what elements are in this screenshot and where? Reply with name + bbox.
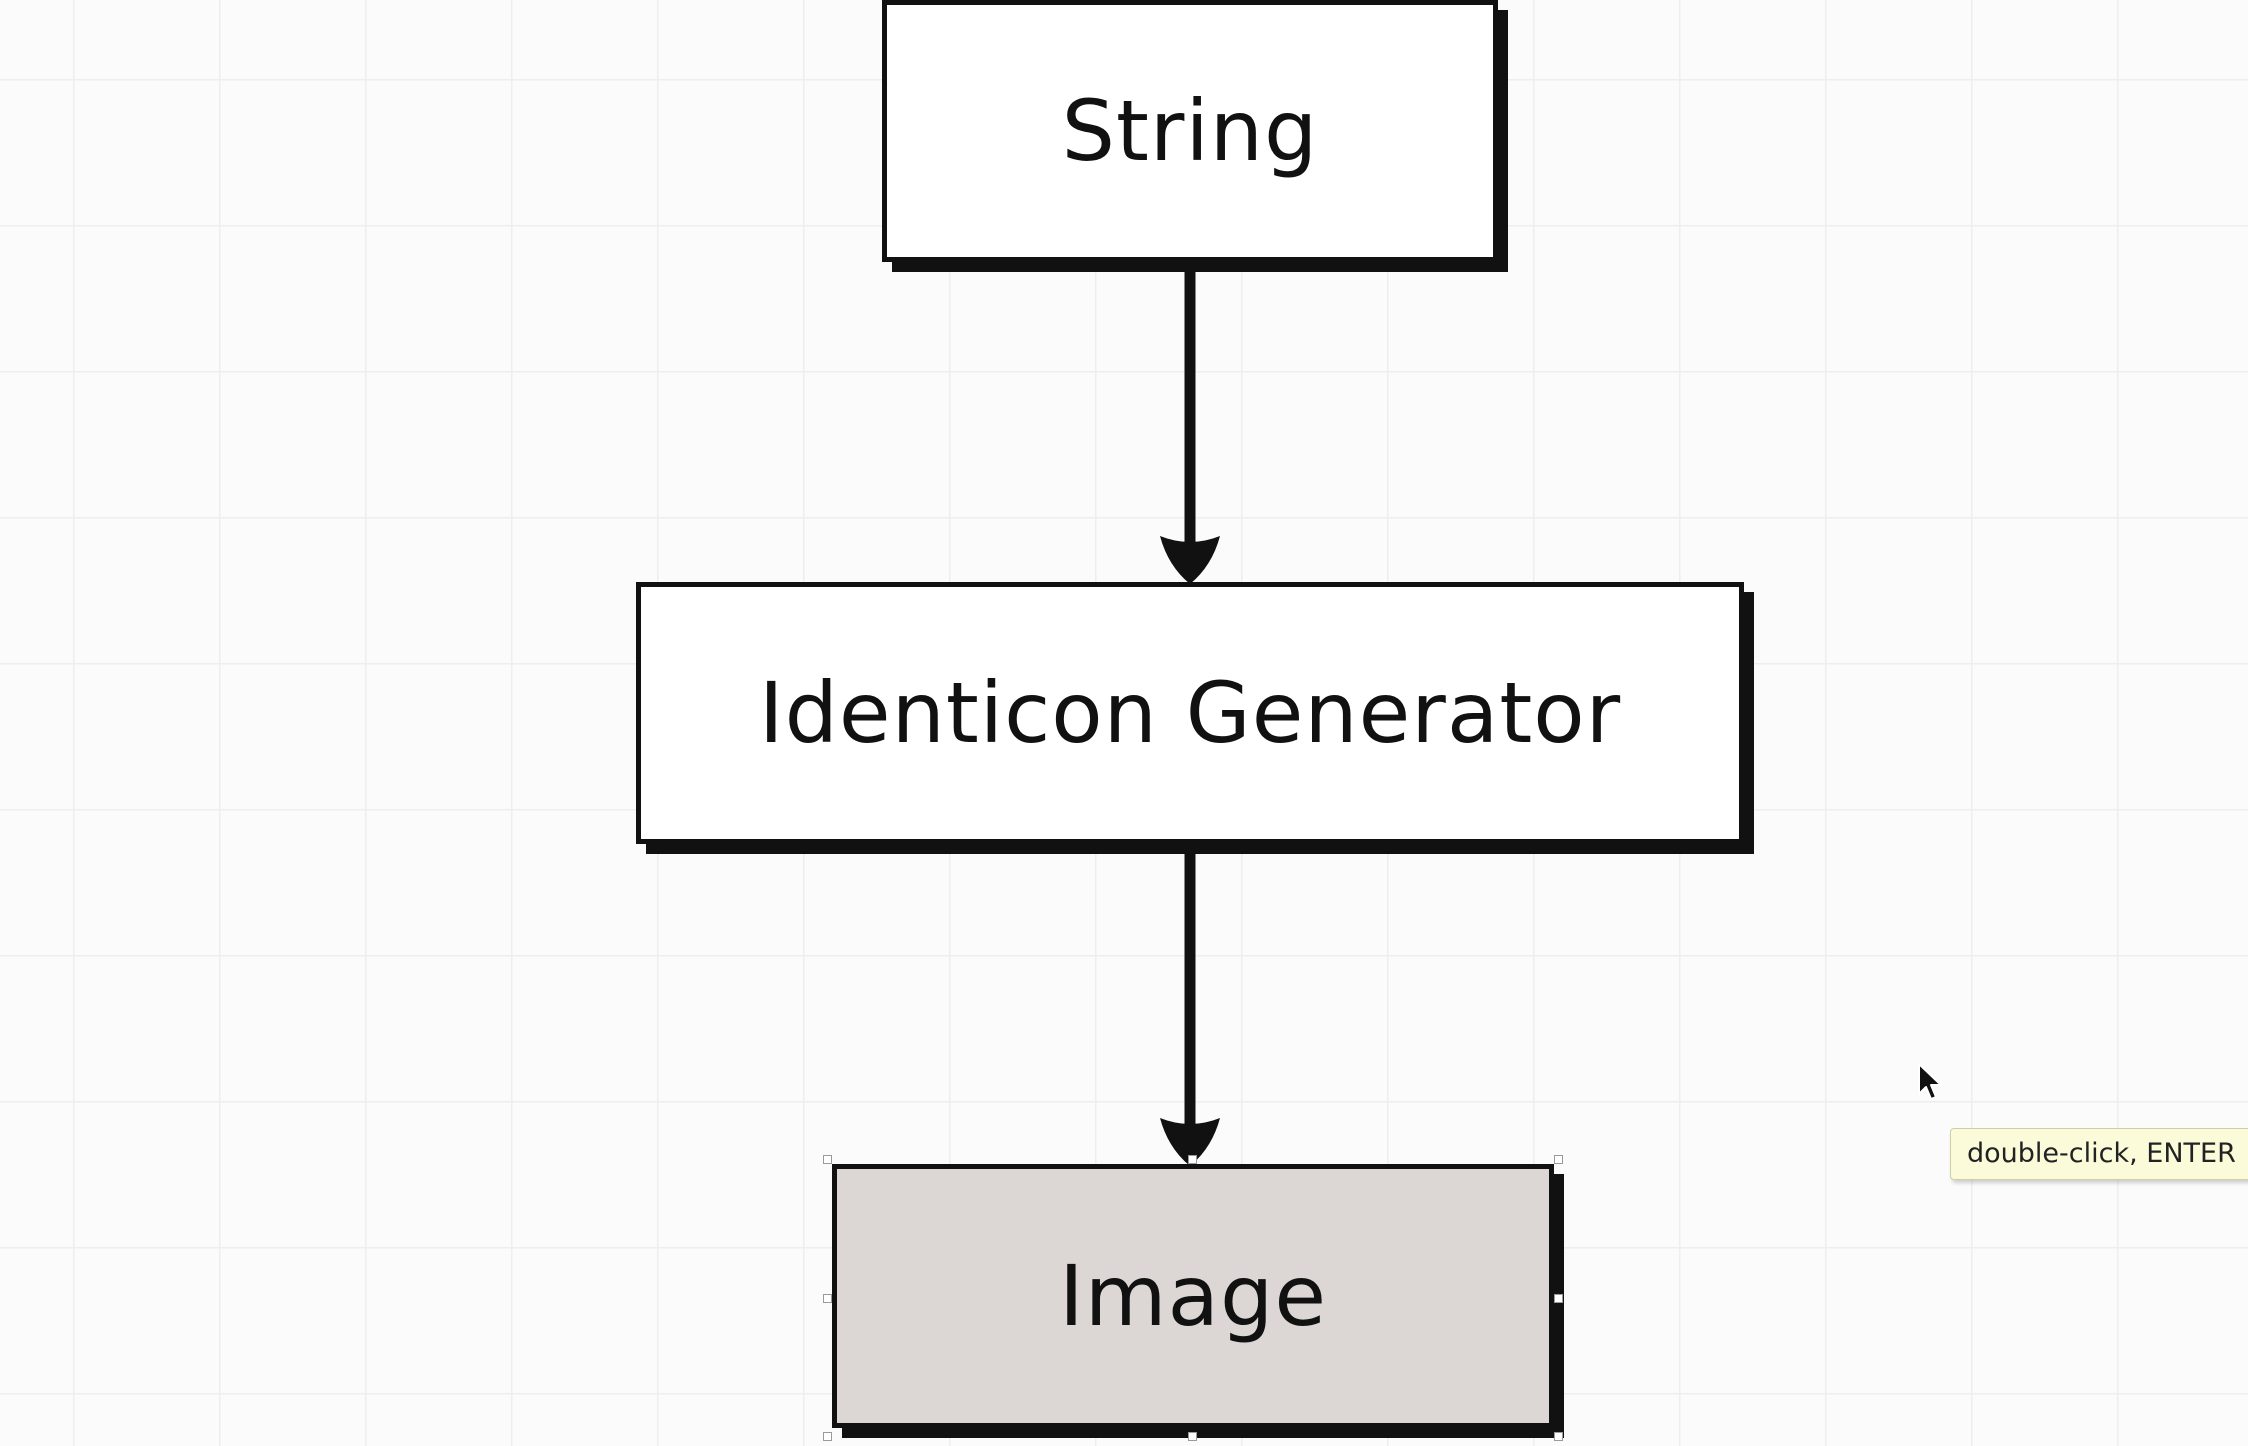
- resize-handle-top-right[interactable]: [1554, 1155, 1563, 1164]
- resize-handle-middle-right[interactable]: [1554, 1294, 1563, 1303]
- resize-handle-bottom-left[interactable]: [823, 1432, 832, 1441]
- tooltip: double-click, ENTER: [1950, 1128, 2248, 1180]
- resize-handle-top-center[interactable]: [1188, 1155, 1197, 1164]
- arrowhead-icon: [1160, 536, 1220, 584]
- node-label: Identicon Generator: [758, 664, 1622, 762]
- edge-generator-to-image[interactable]: [1160, 844, 1220, 1166]
- resize-handle-bottom-center[interactable]: [1188, 1432, 1197, 1441]
- edge-string-to-generator[interactable]: [1160, 262, 1220, 584]
- node-label: String: [1061, 82, 1319, 180]
- string-node[interactable]: String: [882, 0, 1498, 262]
- resize-handle-top-left[interactable]: [823, 1155, 832, 1164]
- resize-handle-middle-left[interactable]: [823, 1294, 832, 1303]
- image-node[interactable]: Image: [832, 1164, 1554, 1428]
- arrow-pointer-icon: [1918, 1063, 1942, 1100]
- identicon-generator-node[interactable]: Identicon Generator: [636, 582, 1744, 844]
- node-label: Image: [1058, 1247, 1328, 1345]
- resize-handle-bottom-right[interactable]: [1554, 1432, 1563, 1441]
